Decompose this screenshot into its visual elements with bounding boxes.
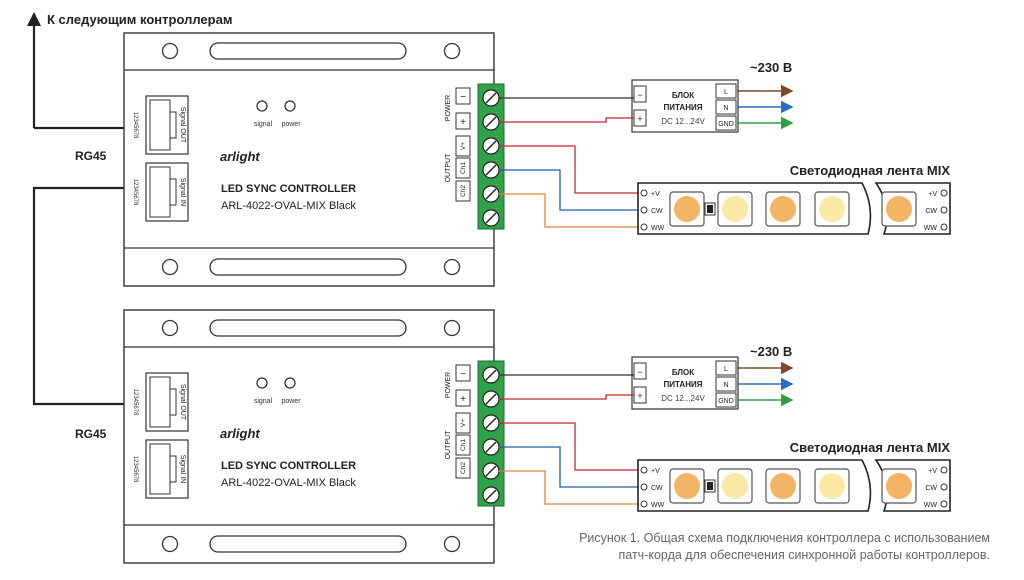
psu-dc: DC 12...24V (661, 117, 705, 126)
figure-caption: Рисунок 1. Общая схема подключения контр… (470, 530, 990, 564)
psu-terminal-n: N (723, 382, 728, 389)
psu-terminal-gnd: GND (718, 121, 734, 128)
rg45-label-1: RG45 (75, 149, 107, 163)
controller-model: ARL-4022-OVAL-MIX Black (221, 200, 356, 212)
controller-model: ARL-4022-OVAL-MIX Black (221, 477, 356, 489)
psu-dc: DC 12...24V (661, 394, 705, 403)
power-section-label: POWER (445, 372, 452, 398)
port-out-label: Signal OUT (179, 107, 186, 144)
power-plus: + (460, 394, 466, 405)
led-signal-label: signal (254, 398, 273, 405)
psu-1: ~230 В БЛОК ПИТАНИЯ DC 12...24V − + L N … (637, 60, 792, 128)
psu-terminal-l: L (724, 366, 728, 373)
controller-unit-1: signal power arlight LED SYNC CONTROLLER… (124, 33, 950, 286)
strip-pad-cw-left: CW (651, 208, 663, 215)
psu-terminal-n: N (723, 105, 728, 112)
mains-voltage: ~230 В (750, 344, 792, 359)
strip-pad-ww-left: WW (651, 225, 665, 232)
psu-minus: − (637, 90, 642, 100)
mains-voltage: ~230 В (750, 60, 792, 75)
psu-plus: + (637, 114, 642, 124)
led-power-label: power (281, 398, 301, 405)
port-in-label: Signal IN (179, 455, 186, 483)
psu-terminal-gnd: GND (718, 398, 734, 405)
led-signal-label: signal (254, 121, 273, 128)
strip-title: Светодиодная лента MIX (790, 440, 951, 455)
controller-2-texts: signal power arlight LED SYNC CONTROLLER… (132, 369, 467, 489)
strip-pad-cw-right: CW (925, 208, 937, 215)
output-vplus: V+ (460, 419, 467, 427)
psu-title-1: БЛОК (672, 91, 694, 100)
power-minus: − (460, 369, 466, 380)
brand-logo: arlight (220, 426, 260, 441)
controller-unit-2: signal power arlight LED SYNC CONTROLLER… (124, 310, 950, 563)
power-section-label: POWER (445, 95, 452, 121)
pin-numbers-in: 12345678 (132, 456, 138, 483)
psu-title-2: ПИТАНИЯ (664, 103, 703, 112)
brand-logo: arlight (220, 149, 260, 164)
output-section-label: OUTPUT (445, 153, 452, 183)
uplink-arrow-icon (27, 12, 41, 26)
controller-title: LED SYNC CONTROLLER (221, 460, 356, 472)
strip-pad-cw-right: CW (925, 485, 937, 492)
output-ch1: Ch1 (460, 439, 467, 451)
strip-pad-ww-left: WW (651, 502, 665, 509)
led-strip-2: Светодиодная лента MIX +V CW WW +V CW WW (651, 440, 950, 509)
power-minus: − (460, 92, 466, 103)
strip-title: Светодиодная лента MIX (790, 163, 951, 178)
next-controllers-label: К следующим контроллерам (47, 12, 232, 27)
output-section-label: OUTPUT (445, 430, 452, 460)
output-vplus: V+ (460, 142, 467, 150)
psu-minus: − (637, 367, 642, 377)
psu-plus: + (637, 391, 642, 401)
output-ch2: Ch2 (460, 462, 467, 474)
psu-2: ~230 В БЛОК ПИТАНИЯ DC 12...24V − + L N … (637, 344, 792, 405)
led-power-label: power (281, 121, 301, 128)
strip-pad-ww-right: WW (924, 225, 938, 232)
psu-title-2: ПИТАНИЯ (664, 380, 703, 389)
controller-1-texts: signal power arlight LED SYNC CONTROLLER… (132, 92, 467, 212)
strip-pad-v-left: +V (651, 191, 660, 198)
port-in-label: Signal IN (179, 178, 186, 206)
strip-pad-cw-left: CW (651, 485, 663, 492)
output-ch2: Ch2 (460, 185, 467, 197)
controller-title: LED SYNC CONTROLLER (221, 183, 356, 195)
power-plus: + (460, 117, 466, 128)
led-strip-1: Светодиодная лента MIX +V CW WW +V CW WW (651, 163, 950, 232)
pin-numbers-out: 12345678 (132, 112, 138, 139)
caption-line-1: Рисунок 1. Общая схема подключения контр… (579, 531, 990, 545)
strip-pad-v-right: +V (928, 191, 937, 198)
psu-title-1: БЛОК (672, 368, 694, 377)
psu-terminal-l: L (724, 89, 728, 96)
strip-pad-v-left: +V (651, 468, 660, 475)
port-out-label: Signal OUT (179, 384, 186, 421)
strip-pad-ww-right: WW (924, 502, 938, 509)
rg45-label-2: RG45 (75, 427, 107, 441)
pin-numbers-out: 12345678 (132, 389, 138, 416)
patch-cord (32, 186, 146, 406)
output-ch1: Ch1 (460, 162, 467, 174)
pin-numbers-in: 12345678 (132, 179, 138, 206)
caption-line-2: патч-корда для обеспечения синхронной ра… (618, 548, 991, 562)
strip-pad-v-right: +V (928, 468, 937, 475)
